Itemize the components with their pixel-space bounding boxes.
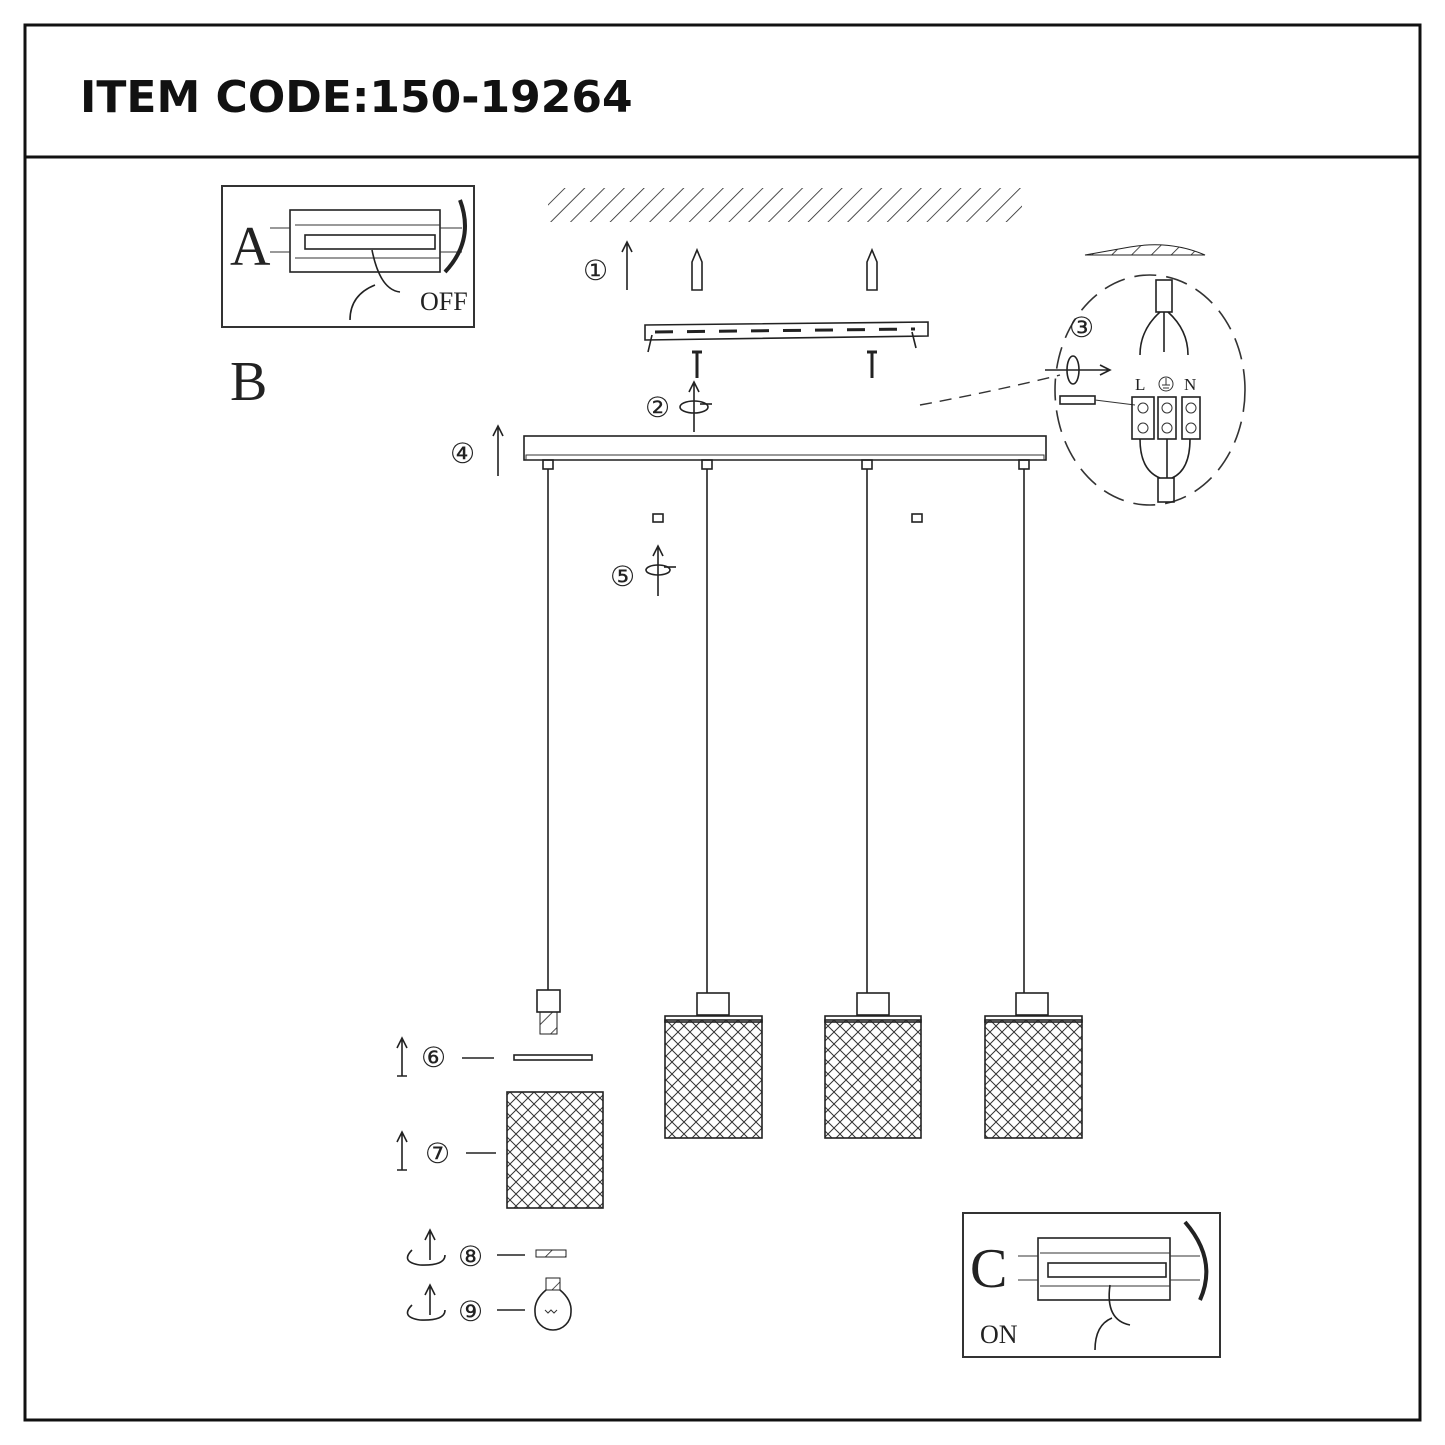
wall-anchor-icon [691, 247, 878, 291]
rotate-arrow-icon [406, 1283, 446, 1321]
panel-c-caption: ON [980, 1320, 1018, 1349]
panel-a-caption: OFF [420, 287, 468, 316]
step-6-label: ⑥ [421, 1043, 446, 1074]
wiring-detail: ③ L N [919, 244, 1246, 506]
mesh-shade [664, 1019, 763, 1139]
mesh-shade [984, 1019, 1083, 1139]
screwdriver-icon [1059, 395, 1096, 405]
lamp-socket [539, 1011, 558, 1035]
rotate-arrow-icon [406, 1228, 446, 1266]
step-1-label: ① [583, 256, 608, 287]
step-7-label: ⑦ [425, 1139, 450, 1170]
panel-b-letter: B [230, 351, 267, 413]
cap-nut-icon [652, 513, 664, 523]
ceiling-hatch [548, 188, 1022, 222]
item-code-title: ITEM CODE:150-19264 [80, 72, 633, 123]
canopy-plate [523, 435, 1047, 461]
pendant-1-exploded [506, 459, 604, 1209]
shade-ring-nut [535, 1249, 567, 1258]
screw-icon [692, 350, 877, 378]
hand-icon [1094, 1284, 1131, 1351]
live-terminal-label: L [1135, 375, 1145, 394]
arrow-up-icon [396, 1130, 408, 1171]
hand-icon [349, 249, 401, 321]
mesh-shade [824, 1019, 922, 1139]
panel-c-letter: C [970, 1238, 1007, 1300]
neutral-terminal-label: N [1184, 375, 1196, 394]
mounting-bracket [644, 321, 929, 353]
light-bulb-icon [534, 1277, 572, 1331]
step-9-label: ⑨ [458, 1297, 483, 1328]
pendant-3 [824, 459, 922, 1139]
rotate-arrow-icon [679, 380, 712, 432]
panel-a-breaker-off: A OFF [221, 185, 475, 328]
arrow-up-icon [492, 424, 504, 476]
mesh-shade [506, 1091, 604, 1209]
pendant-2 [664, 459, 763, 1139]
lamp-holder [536, 989, 561, 1013]
step-4-label: ④ [450, 439, 475, 470]
arrow-down-icon [443, 199, 467, 274]
step-2-label: ② [645, 393, 670, 424]
cap-nut-icon [911, 513, 923, 523]
outer-border [23, 23, 1422, 1422]
rotate-arrow-icon [1045, 364, 1112, 376]
pendant-4 [984, 459, 1083, 1139]
step-5-label: ⑤ [610, 562, 635, 593]
panel-c-breaker-on: C ON [962, 1212, 1221, 1358]
panel-a-letter: A [230, 216, 271, 278]
breaker-icon [270, 209, 462, 273]
ground-symbol-icon [1158, 376, 1174, 392]
arrow-up-icon [396, 1036, 408, 1077]
shade-ring [513, 1054, 593, 1061]
breaker-icon [1018, 1237, 1200, 1301]
arrow-up-icon [621, 240, 633, 290]
arrow-up-icon [1183, 1220, 1209, 1301]
rotate-arrow-icon [645, 544, 676, 596]
terminal-block [1131, 396, 1201, 440]
step-8-label: ⑧ [458, 1242, 483, 1273]
step-3-label: ③ [1069, 313, 1094, 344]
